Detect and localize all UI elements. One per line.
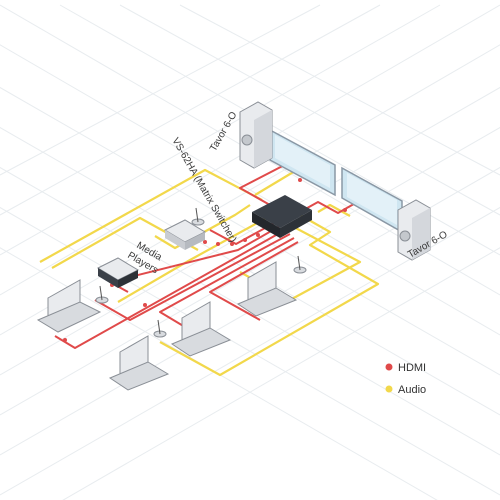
- microphone-icon: [153, 319, 167, 338]
- laptop-icon: [108, 335, 170, 391]
- laptop-icon: [170, 301, 232, 357]
- microphone-icon: [191, 207, 205, 226]
- switcher-icon: [252, 195, 312, 238]
- display-right: [341, 166, 403, 234]
- legend: HDMI Audio: [385, 362, 426, 396]
- speaker-top-label: Tavor 6-O: [208, 110, 240, 154]
- cable-markers: [63, 178, 347, 342]
- speaker-icon: [239, 101, 273, 169]
- laptop-icon: [36, 279, 102, 333]
- media-player-icon: [96, 257, 140, 288]
- legend-hdmi-dot: [385, 363, 393, 371]
- display-top: [269, 128, 336, 197]
- legend-audio-label: Audio: [398, 384, 426, 396]
- laptop-icon: [236, 261, 298, 317]
- legend-hdmi-label: HDMI: [398, 362, 426, 374]
- microphone-icon: [293, 255, 307, 274]
- legend-audio-dot: [385, 385, 393, 393]
- speaker-icon: [397, 199, 431, 261]
- media-player-icon: [163, 219, 207, 250]
- hdmi-cables: [54, 156, 376, 349]
- microphone-icon: [95, 285, 109, 304]
